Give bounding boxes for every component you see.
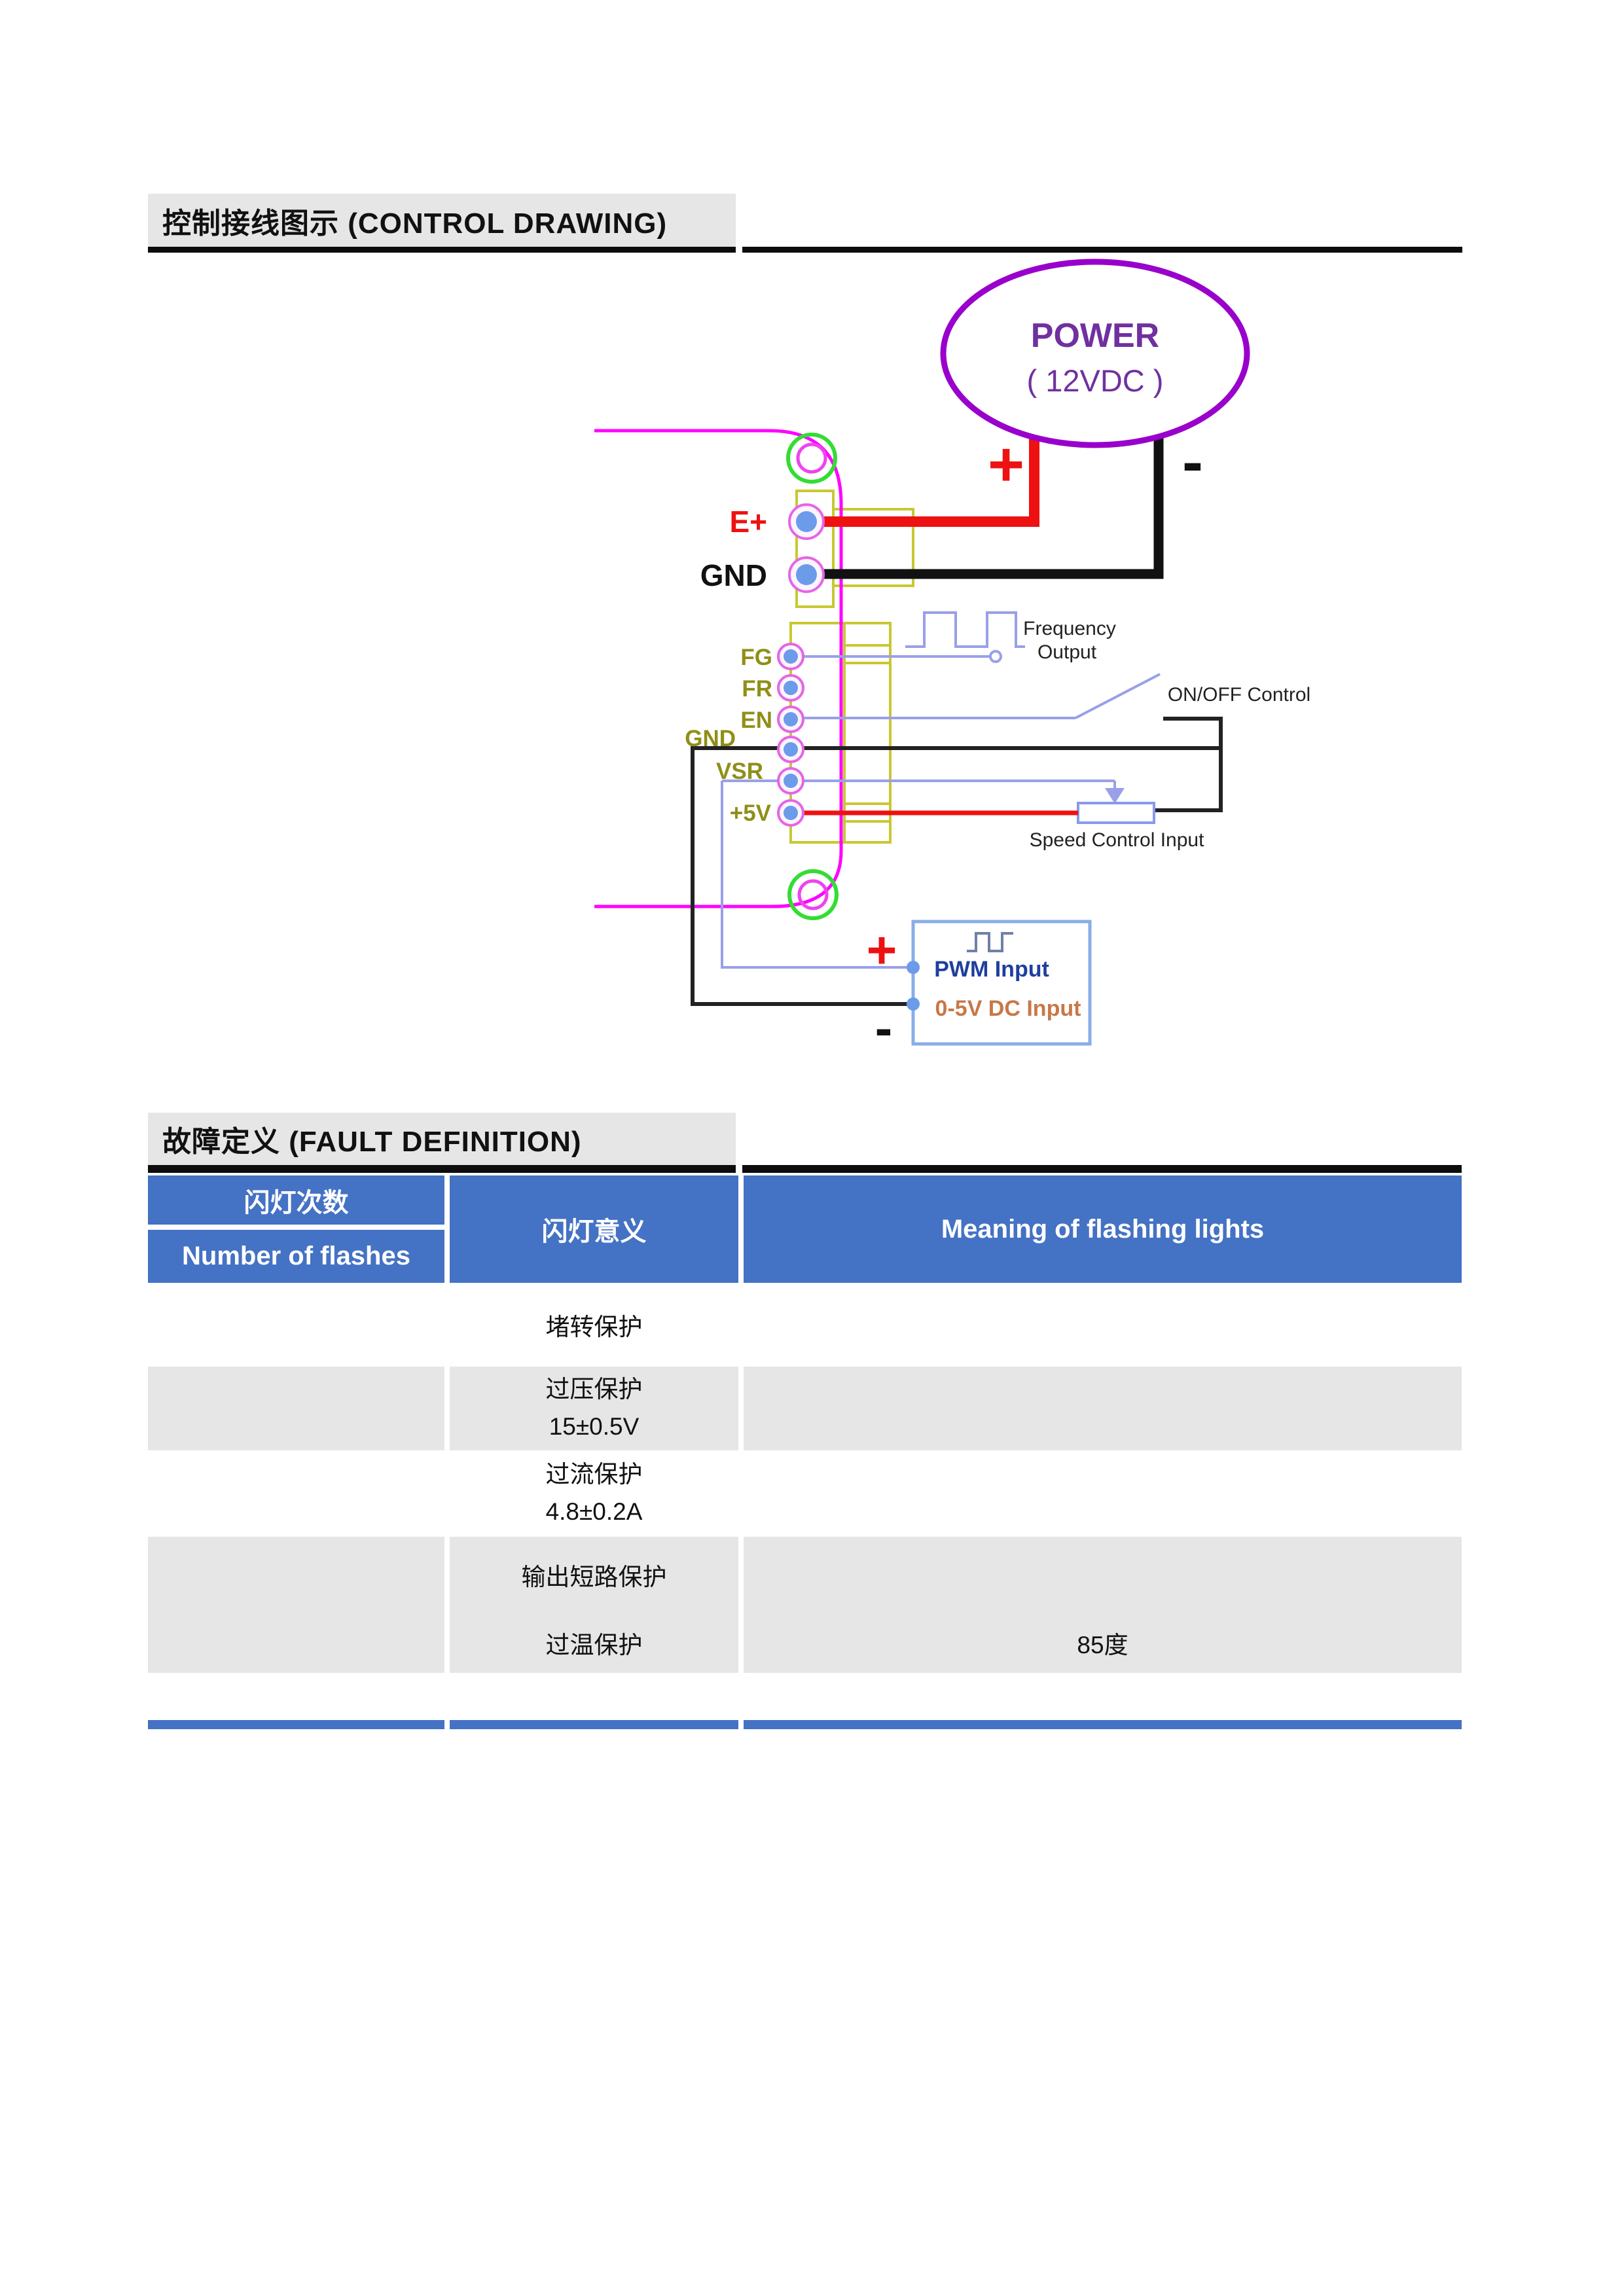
flashes-zh-text: 闪灯次数 xyxy=(244,1188,349,1217)
pin-label-fg: FG xyxy=(740,645,772,670)
header-cell-flashes-en: Number of flashes xyxy=(148,1230,444,1283)
row2-detail-text: 15±0.5V xyxy=(549,1413,640,1440)
table-row1-meaning-cell: 堵转保护 xyxy=(450,1288,738,1367)
section-title-fault-definition: 故障定义 (FAULT DEFINITION) xyxy=(148,1113,736,1165)
table-row5-meaning-cell: 过温保护 xyxy=(450,1618,738,1673)
connector-outlines xyxy=(789,490,914,844)
header-cell-description: Meaning of flashing lights xyxy=(744,1175,1462,1283)
table-row5-flashes-cell xyxy=(148,1618,444,1673)
table-row4-meaning-cell: 输出短路保护 xyxy=(450,1537,738,1618)
table-top-border-left xyxy=(148,1165,736,1173)
row3-meaning-text: 过流保护 xyxy=(545,1461,643,1488)
row3-detail-text: 4.8±0.2A xyxy=(545,1498,643,1525)
speed-potentiometer xyxy=(1077,802,1155,824)
diagram-annotations: Frequency Output ON/OFF Control Speed Co… xyxy=(1023,618,1310,851)
pwm-waveform-icon xyxy=(967,932,1013,952)
connector-pads xyxy=(777,503,825,827)
section1-underline-left xyxy=(148,247,736,253)
table-row2-meaning-cell: 过压保护 15±0.5V xyxy=(450,1367,738,1450)
fg-terminal xyxy=(989,650,1002,663)
flashes-en-text: Number of flashes xyxy=(182,1242,410,1270)
pwm-terminal-dot xyxy=(907,961,920,974)
onoff-switch-icon xyxy=(1075,673,1161,719)
frequency-waveform-icon xyxy=(905,611,1025,648)
table-bottom-border-col3 xyxy=(744,1720,1462,1729)
pin-label-gnd-power: GND xyxy=(700,558,767,592)
power-source-ellipse xyxy=(940,259,1250,448)
pin-label-gnd: GND xyxy=(685,726,736,751)
row1-meaning-text: 堵转保护 xyxy=(545,1313,643,1340)
header-cell-flashes-zh: 闪灯次数 xyxy=(148,1175,444,1225)
table-row5-description-cell: 85度 xyxy=(744,1618,1462,1673)
header-cell-meaning: 闪灯意义 xyxy=(450,1175,738,1283)
frequency-output-label-line2: Output xyxy=(1038,641,1097,663)
power-positive-wire xyxy=(806,432,1039,527)
row4-meaning-text: 输出短路保护 xyxy=(521,1563,667,1590)
pwm-input-label: PWM Input xyxy=(934,957,1049,982)
pin-label-5v: +5V xyxy=(730,800,772,826)
table-bottom-border-col2 xyxy=(450,1720,738,1729)
table-row2-description-cell xyxy=(744,1367,1462,1450)
table-top-border-right xyxy=(742,1165,1462,1173)
dc-terminal-dot xyxy=(907,997,920,1011)
section1-underline-right xyxy=(742,247,1462,253)
gnd-signal-wire xyxy=(691,746,1221,1006)
section-title-control-drawing: 控制接线图示 (CONTROL DRAWING) xyxy=(148,194,736,247)
dc-input-label: 0-5V DC Input xyxy=(935,996,1081,1021)
section2-title-text: 故障定义 (FAULT DEFINITION) xyxy=(162,1126,582,1158)
meaning-col-text: 闪灯意义 xyxy=(541,1217,647,1246)
pin-label-eplus: E+ xyxy=(729,505,767,539)
table-row4-description-cell xyxy=(744,1537,1462,1618)
pin-label-en: EN xyxy=(740,708,772,733)
power-minus-sign: - xyxy=(1182,427,1203,497)
onoff-return-wire xyxy=(1155,717,1223,812)
frequency-output-label-line1: Frequency xyxy=(1023,618,1116,639)
pin-label-vsr: VSR xyxy=(716,759,763,784)
power-voltage-label: ( 12VDC ) xyxy=(1027,363,1164,398)
row5-description-text: 85度 xyxy=(1077,1631,1128,1659)
table-bottom-border-col1 xyxy=(148,1720,444,1729)
power-title: POWER xyxy=(1031,317,1159,355)
speed-control-input-label: Speed Control Input xyxy=(1030,829,1205,851)
description-col-text: Meaning of flashing lights xyxy=(941,1214,1265,1244)
pwm-minus-sign: - xyxy=(875,999,893,1057)
section1-title-text: 控制接线图示 (CONTROL DRAWING) xyxy=(162,207,668,240)
table-row3-meaning-cell: 过流保护 4.8±0.2A xyxy=(450,1450,738,1537)
pot-wiper-arrow-icon xyxy=(1105,788,1125,804)
power-negative-wire xyxy=(806,429,1164,579)
table-row2-flashes-cell xyxy=(148,1367,444,1450)
signal-wires xyxy=(721,611,1161,969)
mounting-holes xyxy=(786,433,839,920)
pcb-edge-outline xyxy=(594,429,843,908)
ground-wires xyxy=(691,717,1223,1006)
row2-meaning-text: 过压保护 xyxy=(545,1376,643,1403)
signal-pin-labels: FG FR EN GND VSR +5V xyxy=(685,645,772,826)
power-plus-sign: + xyxy=(988,429,1024,499)
pwm-wire xyxy=(721,781,912,969)
row5-meaning-text: 过温保护 xyxy=(545,1631,643,1659)
onoff-control-label: ON/OFF Control xyxy=(1168,684,1310,706)
table-row4-flashes-cell xyxy=(148,1537,444,1618)
pwm-plus-sign: + xyxy=(867,921,897,979)
pin-label-fr: FR xyxy=(742,676,772,702)
